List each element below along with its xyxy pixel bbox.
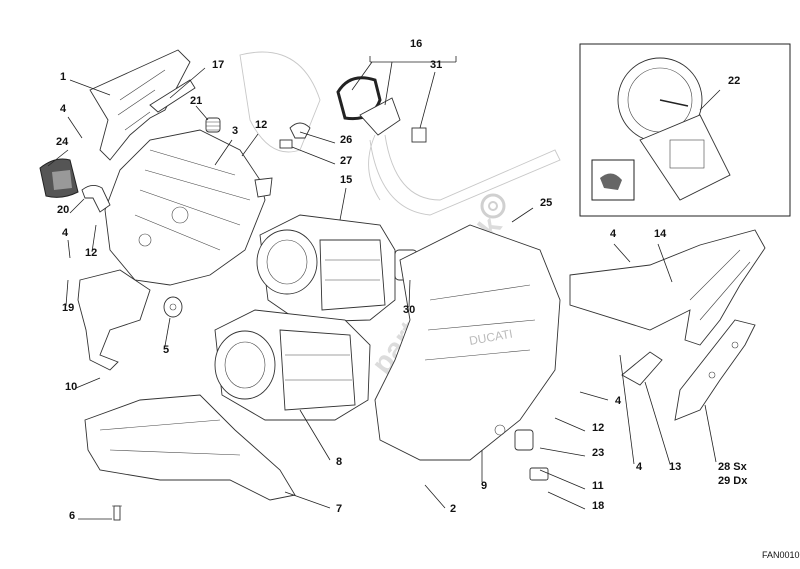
part-13-cover [621, 351, 663, 386]
callout-c12c: 12 [592, 422, 604, 434]
background-ghost-outlines [239, 51, 561, 216]
part-5-valve [163, 296, 183, 318]
callout-c12a: 12 [255, 119, 267, 131]
part-11-spacer [514, 429, 549, 481]
callout-c29: 29 Dx [718, 475, 748, 487]
callout-c23: 23 [592, 447, 604, 459]
leader-lines [47, 56, 721, 520]
callout-c28: 28 Sx [718, 461, 748, 473]
part-6-bolt [112, 505, 122, 521]
callout-c10: 10 [65, 381, 77, 393]
callout-c18: 18 [592, 500, 604, 512]
part-19-lower-duct [77, 269, 151, 371]
part-28-29-side-plate [674, 319, 756, 421]
callout-c7: 7 [336, 503, 342, 515]
callout-c14: 14 [654, 228, 667, 240]
callout-c21: 21 [190, 95, 202, 107]
callout-c25: 25 [540, 197, 552, 209]
part-15-upper-headlight [256, 214, 396, 323]
callout-c22: 22 [728, 75, 740, 87]
part-14-support-bracket [569, 229, 766, 346]
callout-c1: 1 [60, 71, 66, 83]
callout-c12b: 12 [85, 247, 97, 259]
part-7-lower-fairing [84, 394, 296, 501]
drawing-code: FAN00107 [762, 550, 800, 560]
part-3-left-cover [104, 129, 273, 286]
callout-c27: 27 [340, 155, 352, 167]
callout-c15: 15 [340, 174, 352, 186]
callout-c13: 13 [669, 461, 681, 473]
callout-c4c: 4 [610, 228, 617, 240]
callout-c9: 9 [481, 480, 487, 492]
callout-c6: 6 [69, 510, 75, 522]
callout-c24: 24 [56, 136, 69, 148]
instrument-inset-box [579, 43, 791, 217]
part-21-grommet [205, 117, 221, 133]
callout-c19: 19 [62, 302, 74, 314]
callout-c17: 17 [212, 59, 224, 71]
part-8-lower-headlight [214, 309, 371, 421]
callout-c26: 26 [340, 134, 352, 146]
callout-c4b: 4 [62, 227, 69, 239]
part-20-hose [81, 185, 111, 213]
part-16-gasket [336, 76, 427, 143]
callout-c2: 2 [450, 503, 456, 515]
part-26-clamp [279, 122, 311, 149]
callout-c4a: 4 [60, 103, 67, 115]
callout-c8: 8 [336, 456, 342, 468]
callout-c3: 3 [232, 125, 238, 137]
part-24-rubber [39, 158, 79, 198]
callout-c31: 31 [430, 59, 442, 71]
callout-c4e: 4 [636, 461, 643, 473]
callout-c11: 11 [592, 480, 604, 492]
callout-c4d: 4 [615, 395, 622, 407]
callout-c30: 30 [403, 304, 415, 316]
callout-c5: 5 [163, 344, 169, 356]
part-1-shield [89, 49, 191, 161]
callout-c16: 16 [410, 38, 422, 50]
callout-c20: 20 [57, 204, 69, 216]
part-9-central-fairing: DUCATI [374, 224, 561, 461]
